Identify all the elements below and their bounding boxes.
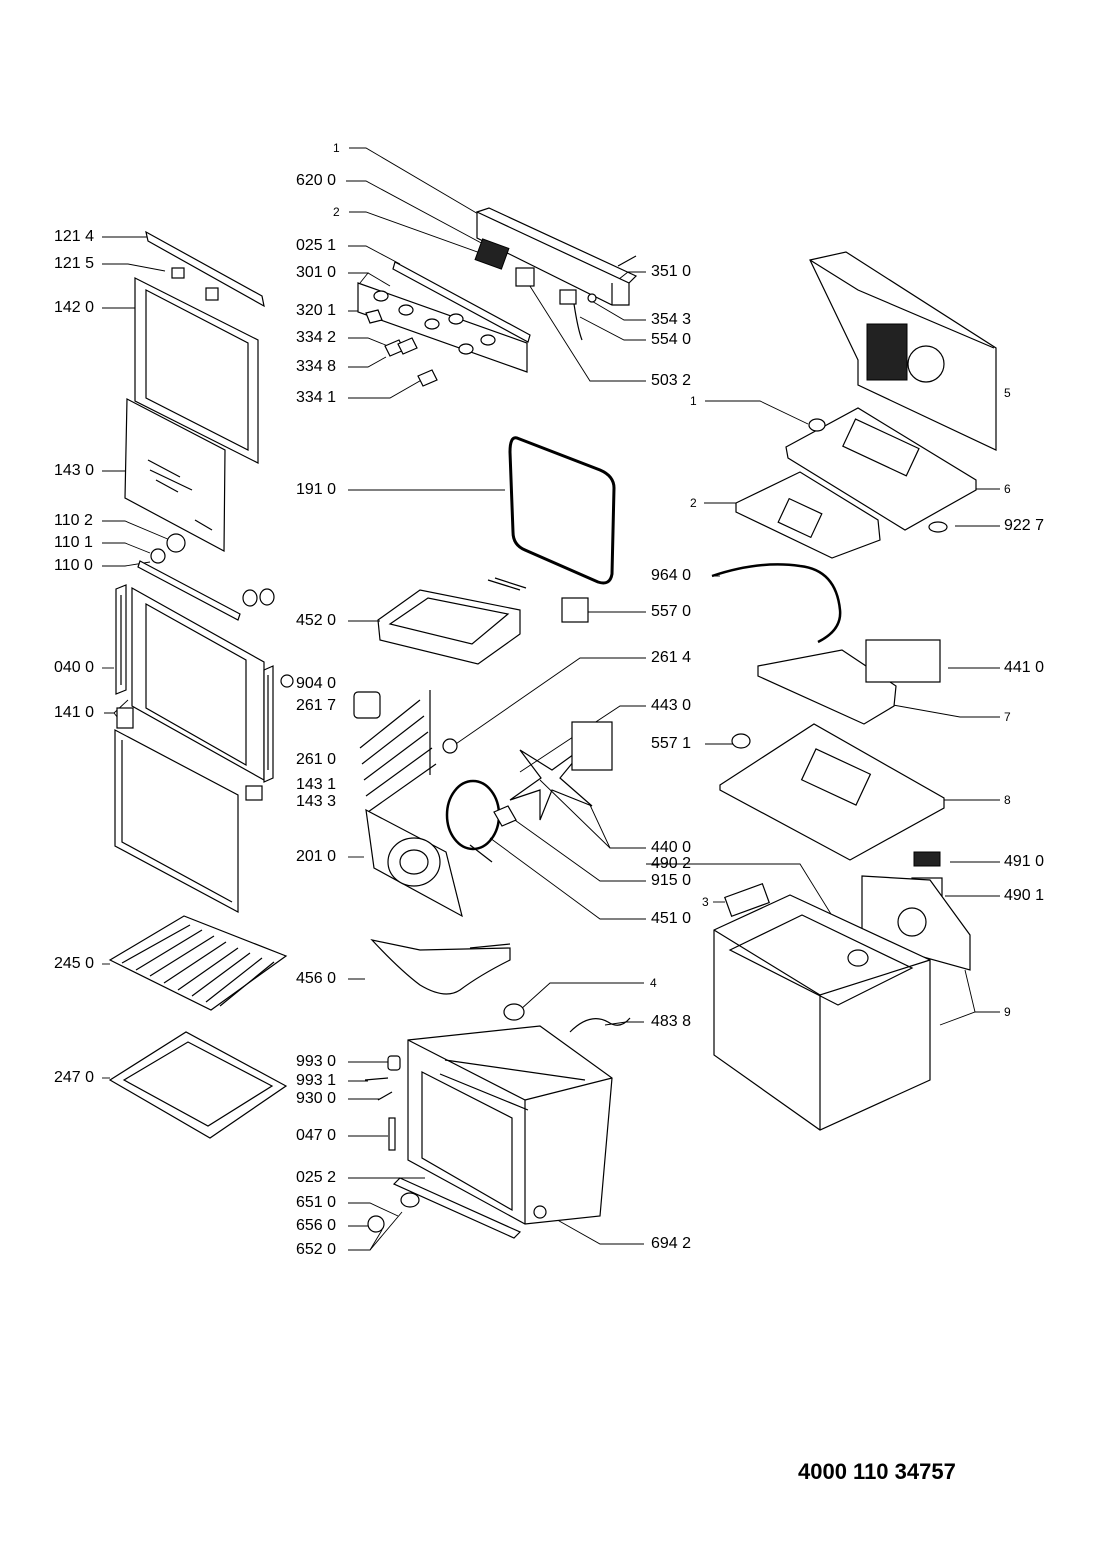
control-panel-parts bbox=[357, 207, 638, 387]
callout-label: 334 2 bbox=[296, 329, 337, 346]
callout-label: 025 2 bbox=[296, 1169, 337, 1186]
callout-label: 142 0 bbox=[54, 299, 95, 316]
callout-label: 301 0 bbox=[296, 264, 337, 281]
callout-label: 110 2 bbox=[54, 512, 93, 529]
callout-label: 8 bbox=[1004, 793, 1011, 807]
callout-label: 191 0 bbox=[296, 481, 337, 498]
callout-label: 025 1 bbox=[296, 237, 337, 254]
callout-label: 451 0 bbox=[651, 910, 692, 927]
callout-label: 334 1 bbox=[296, 389, 337, 406]
callout-label: 141 0 bbox=[54, 704, 95, 721]
callout-label: 261 4 bbox=[651, 649, 692, 666]
callout-label: 2 bbox=[690, 496, 697, 510]
rack-and-tray bbox=[108, 915, 288, 1139]
callout-label: 5 bbox=[1004, 386, 1011, 400]
callout-label: 503 2 bbox=[651, 372, 692, 389]
callout-label: 620 0 bbox=[296, 172, 337, 189]
callout-label: 491 0 bbox=[1004, 853, 1045, 870]
casing-parts bbox=[711, 251, 997, 1131]
callout-label: 656 0 bbox=[296, 1217, 337, 1234]
callout-label: 121 4 bbox=[54, 228, 95, 245]
callout-label: 4 bbox=[650, 976, 657, 990]
callout-label: 9 bbox=[1004, 1005, 1011, 1019]
oven-door-parts bbox=[114, 230, 294, 914]
callout-label: 047 0 bbox=[296, 1127, 337, 1144]
callout-label: 456 0 bbox=[296, 970, 337, 987]
callout-label: 993 0 bbox=[296, 1053, 337, 1070]
callout-label: 490 2 bbox=[651, 855, 692, 872]
callout-label: 557 0 bbox=[651, 603, 692, 620]
callout-label: 354 3 bbox=[651, 311, 692, 328]
callout-label: 6 bbox=[1004, 482, 1011, 496]
callout-label: 3 bbox=[702, 895, 709, 909]
callout-label: 261 0 bbox=[296, 751, 337, 768]
callout-label: 201 0 bbox=[296, 848, 337, 865]
callout-label: 143 3 bbox=[296, 793, 337, 810]
oven-cavity bbox=[364, 1025, 613, 1239]
callout-label: 694 2 bbox=[651, 1235, 692, 1252]
cavity-inner-parts bbox=[353, 436, 631, 1033]
callout-label: 452 0 bbox=[296, 612, 337, 629]
callout-label: 320 1 bbox=[296, 302, 337, 319]
callout-label: 351 0 bbox=[651, 263, 692, 280]
callout-label: 245 0 bbox=[54, 955, 95, 972]
callout-label: 1 bbox=[690, 394, 697, 408]
callout-label: 040 0 bbox=[54, 659, 95, 676]
callout-label: 490 1 bbox=[1004, 887, 1045, 904]
callout-label: 143 1 bbox=[296, 776, 337, 793]
callout-label: 2 bbox=[333, 205, 340, 219]
callout-label: 993 1 bbox=[296, 1072, 337, 1089]
document-code: 4000 110 34757 bbox=[798, 1459, 956, 1484]
callout-label: 930 0 bbox=[296, 1090, 337, 1107]
callout-label: 964 0 bbox=[651, 567, 692, 584]
callout-label: 652 0 bbox=[296, 1241, 337, 1258]
callout-label: 557 1 bbox=[651, 735, 692, 752]
callout-label: 1 bbox=[333, 141, 340, 155]
callout-label: 915 0 bbox=[651, 872, 692, 889]
callout-label: 110 1 bbox=[54, 534, 93, 551]
callout-label: 483 8 bbox=[651, 1013, 692, 1030]
callout-label: 554 0 bbox=[651, 331, 692, 348]
callout-label: 651 0 bbox=[296, 1194, 337, 1211]
callout-label: 443 0 bbox=[651, 697, 692, 714]
callout-label: 121 5 bbox=[54, 255, 95, 272]
callout-label: 440 0 bbox=[651, 839, 692, 856]
callout-label: 441 0 bbox=[1004, 659, 1045, 676]
callout-label: 7 bbox=[1004, 710, 1011, 724]
callout-label: 922 7 bbox=[1004, 517, 1045, 534]
callout-label: 110 0 bbox=[54, 557, 93, 574]
callout-label: 247 0 bbox=[54, 1069, 95, 1086]
callout-label: 261 7 bbox=[296, 697, 337, 714]
callout-label: 143 0 bbox=[54, 462, 95, 479]
callout-label: 904 0 bbox=[296, 675, 337, 692]
callout-label: 334 8 bbox=[296, 358, 337, 375]
